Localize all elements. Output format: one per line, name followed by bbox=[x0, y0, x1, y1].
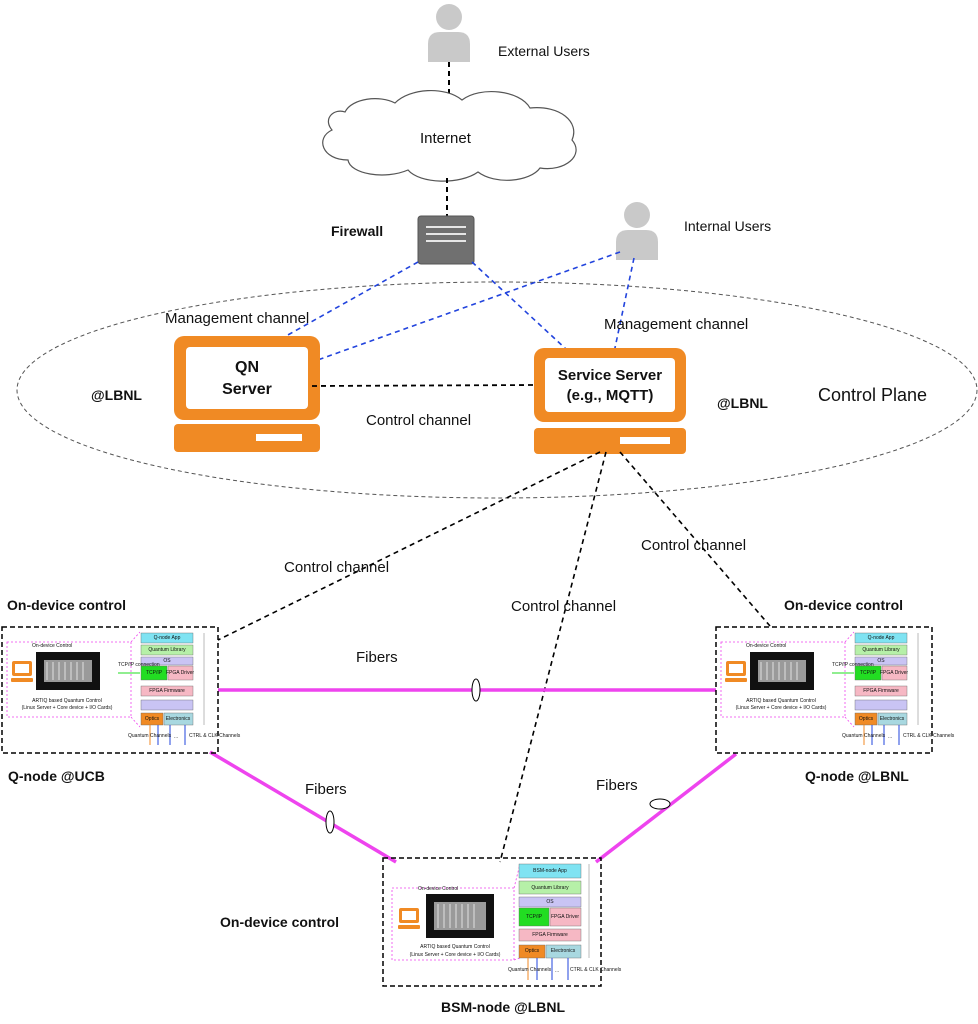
ucb-node-internals bbox=[6, 631, 205, 745]
lbnl-right-label: @LBNL bbox=[717, 395, 768, 411]
node-box-lbnl bbox=[715, 626, 933, 754]
lbnl-stack-optics: Optics bbox=[858, 716, 874, 722]
control-channel-mid-label: Control channel bbox=[511, 598, 617, 615]
bsm-artiq-sub-caption: (Linux Server + Core device + I/O Cards) bbox=[409, 952, 501, 958]
fiber-links bbox=[209, 688, 738, 864]
bsm-ctrl-channels: CTRL & CLK Channels bbox=[570, 967, 622, 973]
lbnl-left-label: @LBNL bbox=[91, 387, 142, 403]
bsm-ellipsis: ... bbox=[555, 968, 560, 974]
ucb-on-device-control-title: On-device control bbox=[7, 597, 127, 613]
management-channel-right-label: Management channel bbox=[604, 316, 749, 333]
ucb-stack-electronics: Electronics bbox=[165, 716, 191, 722]
bsm-stack-os: OS bbox=[546, 899, 554, 905]
ucb-ellipsis: ... bbox=[174, 734, 179, 740]
lbnl-stack-tcpip: TCP/IP bbox=[859, 670, 877, 676]
ucb-artiq-sub-caption: (Linux Server + Core device + I/O Cards) bbox=[21, 705, 113, 711]
service-server-line2: (e.g., MQTT) bbox=[566, 387, 654, 404]
external-user-icon bbox=[428, 4, 470, 62]
bsm-stack-electronics: Electronics bbox=[550, 948, 576, 954]
fibers-top-label: Fibers bbox=[356, 649, 398, 666]
lbnl-tcpip-connection: TCP/IP connection bbox=[832, 662, 874, 668]
service-server-line1: Service Server bbox=[557, 367, 663, 384]
fibers-right-label: Fibers bbox=[596, 777, 638, 794]
bsm-stack-optics: Optics bbox=[524, 948, 540, 954]
internal-user-icon bbox=[616, 202, 658, 260]
internet-cloud-icon bbox=[322, 89, 577, 182]
lbnl-artiq-sub-caption: (Linux Server + Core device + I/O Cards) bbox=[735, 705, 827, 711]
ucb-laptop-icon bbox=[11, 661, 33, 682]
ucb-ctrl-channels: CTRL & CLK Channels bbox=[189, 733, 241, 739]
fibers-left-label: Fibers bbox=[305, 781, 347, 798]
ucb-stack-library: Quantum Library bbox=[148, 647, 186, 653]
firewall-label: Firewall bbox=[331, 223, 384, 239]
ucb-stack-os: OS bbox=[163, 658, 171, 664]
bsm-stack-library: Quantum Library bbox=[531, 885, 569, 891]
bsm-node-internals bbox=[391, 863, 590, 980]
link-qn-service bbox=[311, 384, 537, 387]
lbnl-ellipsis: ... bbox=[888, 734, 893, 740]
lbnl-stack-electronics: Electronics bbox=[879, 716, 905, 722]
control-channel-right-label: Control channel bbox=[641, 537, 747, 554]
control-channel-left-label: Control channel bbox=[284, 559, 390, 576]
q-node-lbnl-label: Q-node @LBNL bbox=[805, 768, 909, 784]
ucb-tcpip-connection: TCP/IP connection bbox=[118, 662, 160, 668]
control-channel-plane-label: Control channel bbox=[366, 412, 472, 429]
lbnl-ctrl-channels: CTRL & CLK Channels bbox=[903, 733, 955, 739]
bsm-stack-tcpip: TCP/IP bbox=[525, 914, 543, 920]
control-channels bbox=[217, 451, 771, 863]
qn-server-line2: Server bbox=[222, 381, 272, 398]
bsm-quantum-channels: Quantum Channels bbox=[508, 967, 552, 973]
external-users-label: External Users bbox=[498, 43, 590, 59]
firewall-icon bbox=[417, 215, 475, 265]
qn-server-icon bbox=[174, 336, 320, 452]
qn-server-line1: QN bbox=[235, 359, 259, 376]
control-plane-ellipse bbox=[16, 281, 978, 499]
ucb-stack-fpga-driver: FPGA Driver bbox=[165, 670, 195, 676]
bsm-on-device-control-caption: On-device Control bbox=[418, 886, 459, 892]
service-server-icon bbox=[534, 348, 686, 454]
bsm-stack-fpga-driver: FPGA Driver bbox=[550, 914, 580, 920]
ucb-artiq-caption: ARTIQ based Quantum Control bbox=[32, 698, 102, 704]
ucb-quantum-channels: Quantum Channels bbox=[128, 733, 172, 739]
ucb-stack-tcpip: TCP/IP bbox=[145, 670, 163, 676]
lbnl-quantum-channels: Quantum Channels bbox=[842, 733, 886, 739]
q-node-ucb-label: Q-node @UCB bbox=[8, 768, 105, 784]
internet-label: Internet bbox=[420, 130, 471, 147]
ucb-stack-app: Q-node App bbox=[153, 635, 181, 641]
bsm-on-device-control-title: On-device control bbox=[220, 914, 340, 930]
bsm-stack-fpga-firmware: FPGA Firmware bbox=[532, 932, 568, 938]
node-box-bsm bbox=[382, 857, 602, 987]
management-channels bbox=[269, 251, 635, 363]
fiber-connectors bbox=[325, 678, 671, 834]
lbnl-node-internals bbox=[720, 631, 919, 745]
ucb-stack-fpga-firmware: FPGA Firmware bbox=[149, 688, 185, 694]
bsm-stack-app: BSM-node App bbox=[533, 868, 567, 874]
ucb-stack-optics: Optics bbox=[144, 716, 160, 722]
node-box-ucb bbox=[1, 626, 219, 754]
lbnl-laptop-icon bbox=[725, 661, 747, 682]
lbnl-stack-library: Quantum Library bbox=[862, 647, 900, 653]
lbnl-stack-fpga-driver: FPGA Driver bbox=[879, 670, 909, 676]
bsm-artiq-caption: ARTIQ based Quantum Control bbox=[420, 944, 490, 950]
lbnl-on-device-control-title: On-device control bbox=[784, 597, 904, 613]
lbnl-on-device-control-caption: On-device Control bbox=[746, 643, 787, 649]
lbnl-stack-app: Q-node App bbox=[867, 635, 895, 641]
control-plane-label: Control Plane bbox=[818, 385, 928, 405]
management-channel-left-label: Management channel bbox=[165, 310, 310, 327]
lbnl-stack-fpga-firmware: FPGA Firmware bbox=[863, 688, 899, 694]
internal-users-label: Internal Users bbox=[684, 218, 772, 234]
bsm-node-lbnl-label: BSM-node @LBNL bbox=[441, 999, 566, 1015]
ucb-on-device-control-caption: On-device Control bbox=[32, 643, 73, 649]
bsm-laptop-icon bbox=[398, 908, 420, 929]
lbnl-stack-os: OS bbox=[877, 658, 885, 664]
lbnl-artiq-caption: ARTIQ based Quantum Control bbox=[746, 698, 816, 704]
